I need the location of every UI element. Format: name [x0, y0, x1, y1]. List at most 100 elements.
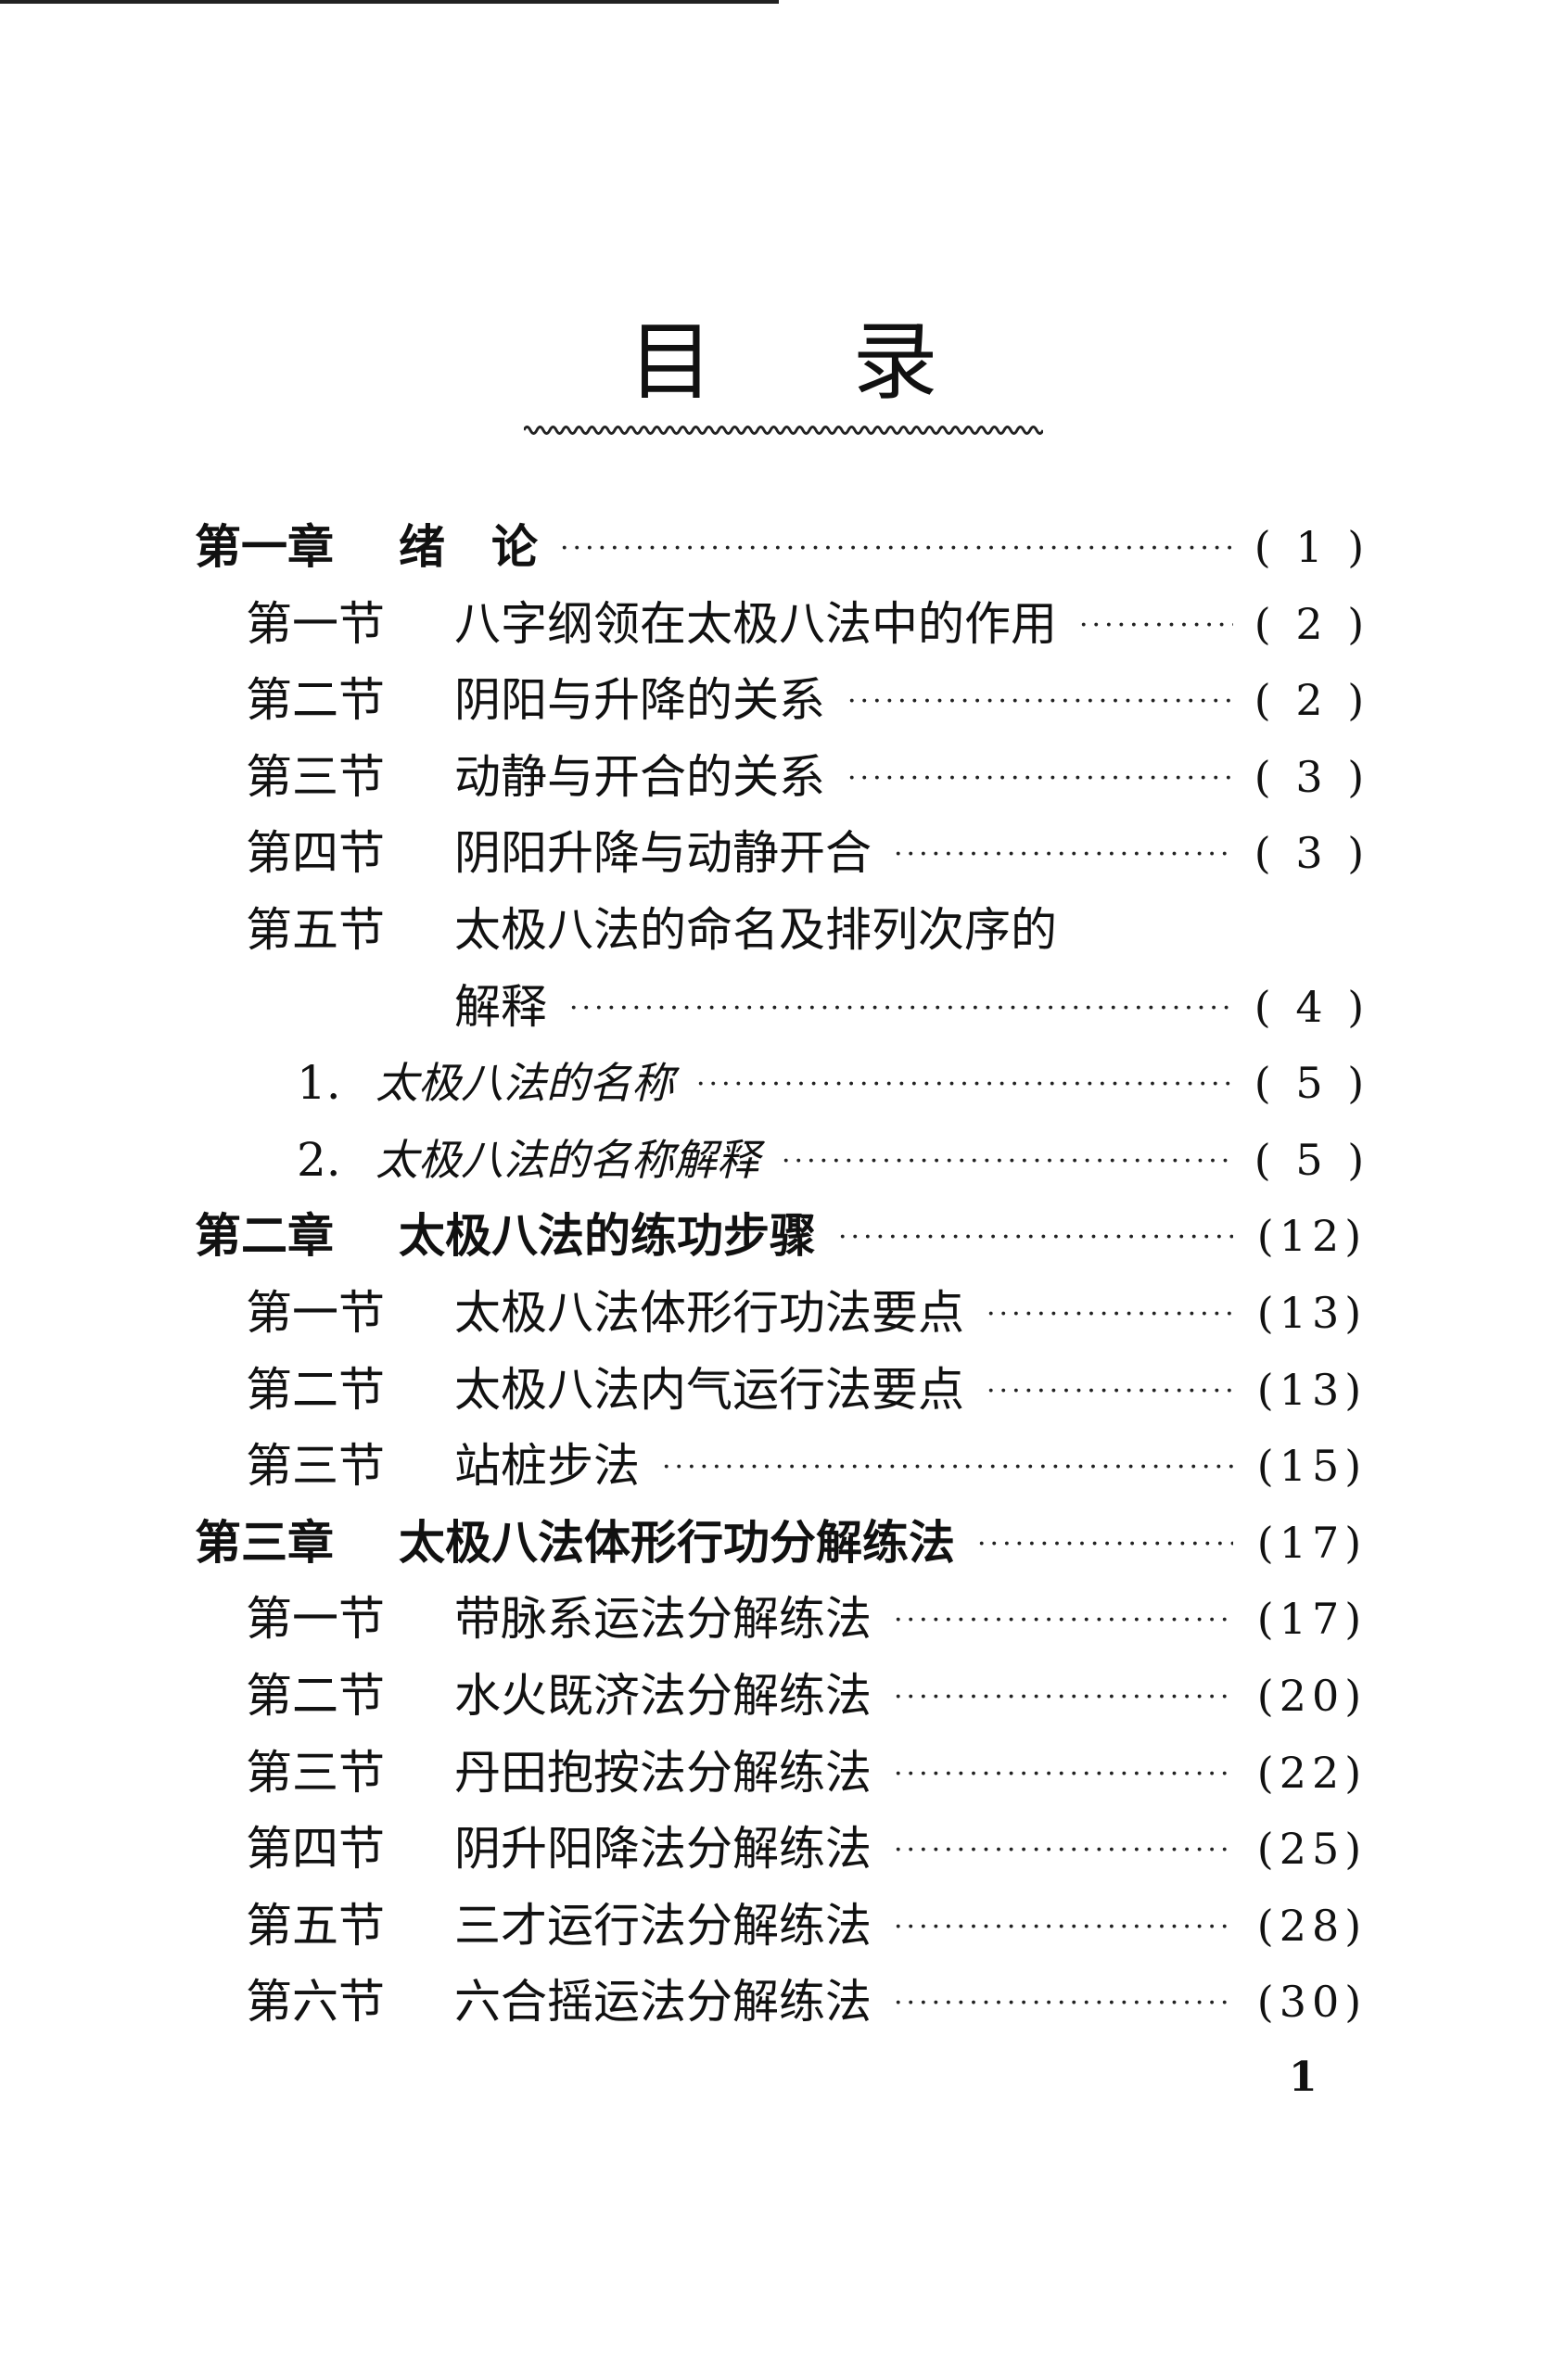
toc-entry-label: 第三节: [246, 1745, 385, 1800]
toc-entry-label: 第二节: [246, 1669, 385, 1723]
toc-entry-title: 太极八法内气运行法要点: [454, 1362, 964, 1417]
toc-entry-page: (12): [1256, 1211, 1368, 1262]
toc-leader-dots: ········································…: [987, 1298, 1233, 1330]
toc-entry-page: ( 2 ): [1254, 598, 1370, 649]
toc-entry-page: ( 1 ): [1254, 522, 1370, 572]
toc-entry-page: (13): [1256, 1288, 1368, 1338]
toc-entry-title: 太极八法体形行功分解练法: [399, 1515, 955, 1570]
toc-leader-dots: ········································…: [894, 1681, 1233, 1713]
toc-entry-page: (17): [1256, 1517, 1368, 1568]
toc-leader-dots: ········································…: [977, 1527, 1233, 1560]
toc-entry-label: 第二节: [246, 673, 385, 728]
toc-leader-dots: ········································…: [838, 1221, 1233, 1254]
toc-leader-dots: ········································…: [847, 685, 1233, 719]
toc-leader-dots: ········································…: [560, 532, 1233, 565]
toc-entry-title: 太极八法的练功步骤: [399, 1209, 816, 1264]
toc-entry-page: (30): [1256, 1977, 1368, 2028]
toc-entry-page: (20): [1256, 1671, 1368, 1721]
toc-entry: 解释 ( 4 ) ·································…: [0, 970, 1566, 1044]
toc-entry: 第二章 太极八法的练功步骤 (12) ························…: [0, 1199, 1566, 1273]
toc-entry-title: 太极八法的命名及排列次序的: [454, 903, 1057, 957]
toc-entry-title: 绪 论: [399, 520, 538, 574]
toc-entry: 第四节 阴阳升降与动静开合 ( 3 ) ·······················…: [0, 816, 1566, 890]
toc-entry-label: 第四节: [246, 1822, 385, 1877]
toc-leader-dots: ········································…: [1079, 608, 1233, 642]
toc-entry-title: 解释: [454, 979, 547, 1034]
toc-entry-label: 第一节: [246, 1286, 385, 1340]
toc-entry-label: 第三章: [195, 1515, 334, 1570]
toc-leader-dots: ········································…: [894, 1757, 1233, 1790]
toc-entry: 第三节 丹田抱按法分解练法 (22) ························…: [0, 1736, 1566, 1810]
toc-entry-page: ( 5 ): [1254, 1058, 1370, 1109]
toc-leader-dots: ········································…: [894, 1910, 1233, 1943]
toc-entry-page: (13): [1256, 1364, 1368, 1415]
toc-leader-dots: ········································…: [847, 761, 1233, 795]
toc-entry: 第二节 太极八法内气运行法要点 (13) ······················…: [0, 1353, 1566, 1427]
toc-entry-label: 第五节: [246, 903, 385, 957]
toc-entry: 2.太极八法的名称解释( 5 )························…: [0, 1123, 1566, 1197]
toc-entry: 第五节 三才运行法分解练法 (28) ························…: [0, 1889, 1566, 1963]
toc-entry-title: 丹田抱按法分解练法: [454, 1745, 872, 1800]
toc-entry-page: ( 2 ): [1254, 675, 1370, 726]
toc-entry-label: 2.: [297, 1132, 341, 1187]
toc-entry-title: 三才运行法分解练法: [454, 1898, 872, 1953]
toc-entry-page: ( 3 ): [1254, 751, 1370, 802]
toc-entry-label: 第三节: [246, 1439, 385, 1494]
toc-leader-dots: ········································…: [696, 1068, 1233, 1101]
toc-entry-title: 阴阳与升降的关系: [454, 673, 825, 728]
toc-entry-title: 阴阳升降与动静开合: [454, 826, 872, 881]
toc-leader-dots: ········································…: [662, 1451, 1233, 1484]
toc-entry-title: 阴升阳降法分解练法: [454, 1822, 872, 1877]
toc-entry: 1. 太极八法的名称 ( 5 ) ··························…: [0, 1046, 1566, 1120]
toc-entry-label: 第一节: [246, 596, 385, 651]
toc-entry: 第三节 动静与开合的关系 ( 3 ) ························…: [0, 740, 1566, 814]
toc-entry-page: ( 3 ): [1254, 828, 1370, 879]
toc-entry-page: (25): [1256, 1824, 1368, 1875]
toc-entry: 第一节 太极八法体形行功法要点 (13) ······················…: [0, 1276, 1566, 1350]
toc-entry-page: ( 4 ): [1254, 981, 1370, 1032]
toc-entry-title: 六合摇运法分解练法: [454, 1975, 872, 2030]
toc-entry-label: 第四节: [246, 826, 385, 881]
toc-entry-page: (17): [1256, 1594, 1368, 1645]
toc-entry-title: 带脉系运法分解练法: [454, 1592, 872, 1647]
toc-leader-dots: ········································…: [894, 1834, 1233, 1867]
toc-entry-title: 水火既济法分解练法: [454, 1669, 872, 1723]
toc-entry: 第一节 八字纲领在太极八法中的作用 ( 2 ) ···················…: [0, 587, 1566, 661]
toc-entry: 第一章 绪 论 ( 1 ) ·····························…: [0, 510, 1566, 584]
page-title: 目录: [0, 320, 1566, 405]
toc-entry-label: 第二节: [246, 1362, 385, 1417]
toc-entry-label: 第二章: [195, 1209, 334, 1264]
toc-leader-dots: ········································…: [569, 991, 1233, 1025]
toc-entry-page: (22): [1256, 1747, 1368, 1798]
title-char-right: 录: [852, 312, 938, 412]
toc-leader-dots: ········································…: [894, 1987, 1233, 2020]
title-wavy-underline: [524, 426, 1043, 435]
toc-entry: 第三章 太极八法体形行功分解练法 (17) ·····················…: [0, 1506, 1566, 1580]
title-char-left: 目: [628, 312, 714, 412]
toc-leader-dots: ········································…: [987, 1374, 1233, 1407]
toc-entry-label: 第三节: [246, 749, 385, 804]
toc-entry: 第二节 阴阳与升降的关系 ( 2 ) ························…: [0, 663, 1566, 737]
toc-entry-page: (15): [1256, 1441, 1368, 1492]
toc-entry-title: 太极八法的名称: [376, 1058, 674, 1109]
toc-entry-title: 太极八法的名称解释: [376, 1134, 759, 1185]
toc-entry: 第三节站桩步法(15)·····························…: [0, 1429, 1566, 1503]
toc-entry-label: 第一节: [246, 1592, 385, 1647]
toc-entry-title: 动静与开合的关系: [454, 749, 825, 804]
toc-entry-label: 第六节: [246, 1975, 385, 2030]
toc-leader-dots: ········································…: [894, 838, 1233, 872]
toc-entry-title: 八字纲领在太极八法中的作用: [454, 596, 1057, 651]
toc-entry-label: 第一章: [195, 520, 334, 574]
toc-entry: 第六节 六合摇运法分解练法 (30) ························…: [0, 1965, 1566, 2039]
page-number: 1: [1289, 2054, 1318, 2101]
toc-entry: 第五节 太极八法的命名及排列次序的: [0, 893, 1566, 967]
toc-entry-page: ( 5 ): [1254, 1134, 1370, 1185]
toc-entry-label: 第五节: [246, 1898, 385, 1953]
toc-entry: 第二节 水火既济法分解练法 (20) ························…: [0, 1659, 1566, 1733]
toc-entry-page: (28): [1256, 1900, 1368, 1951]
toc-entry: 第一节带脉系运法分解练法(17)························…: [0, 1582, 1566, 1656]
toc-entry-label: 1.: [297, 1056, 341, 1111]
toc-entry: 第四节 阴升阳降法分解练法 (25) ························…: [0, 1812, 1566, 1886]
toc-entry-title: 太极八法体形行功法要点: [454, 1286, 964, 1340]
